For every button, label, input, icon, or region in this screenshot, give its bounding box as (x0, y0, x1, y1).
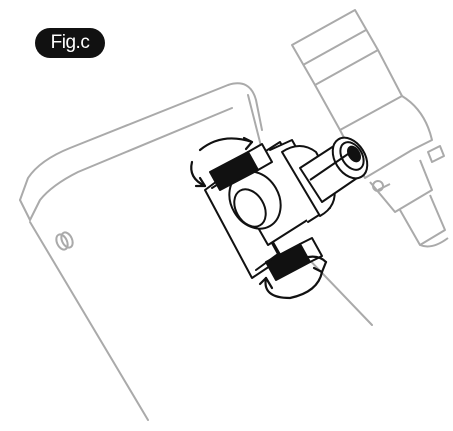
figure-label: Fig.c (50, 32, 90, 53)
figure-label-badge: Fig.c (35, 28, 105, 58)
focus-knob-lower (265, 237, 323, 281)
focus-knob-upper (209, 143, 273, 191)
finder-scope (291, 9, 449, 248)
rotation-arrow-upper (190, 136, 254, 188)
eyepiece (299, 136, 369, 203)
rotation-arrow-lower (258, 255, 328, 300)
tube-body-outline (19, 82, 373, 421)
